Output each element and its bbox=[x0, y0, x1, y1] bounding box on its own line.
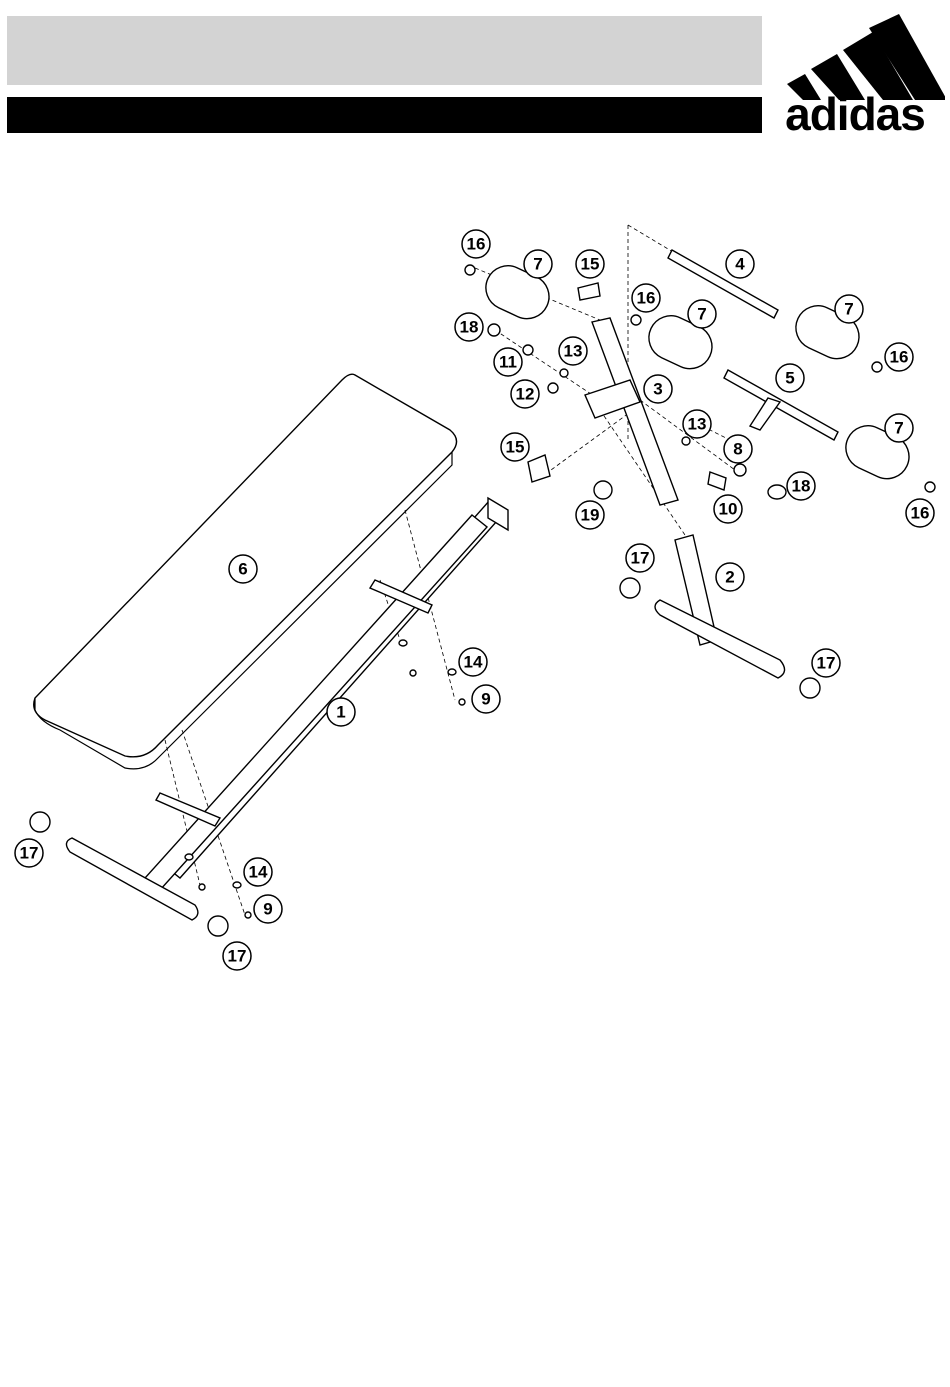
callout-label: 7 bbox=[844, 300, 853, 319]
callout-17: 17 bbox=[812, 649, 840, 677]
callout-3: 3 bbox=[644, 375, 672, 403]
callout-9: 9 bbox=[472, 685, 500, 713]
callout-label: 17 bbox=[631, 549, 650, 568]
callout-label: 9 bbox=[263, 900, 272, 919]
callout-15: 15 bbox=[576, 250, 604, 278]
callout-8: 8 bbox=[724, 435, 752, 463]
callout-6: 6 bbox=[229, 555, 257, 583]
callout-9: 9 bbox=[254, 895, 282, 923]
callout-14: 14 bbox=[244, 858, 272, 886]
callout-5: 5 bbox=[776, 364, 804, 392]
callout-14: 14 bbox=[459, 648, 487, 676]
callout-11: 11 bbox=[494, 348, 522, 376]
callout-17: 17 bbox=[15, 839, 43, 867]
callout-label: 16 bbox=[911, 504, 930, 523]
callout-7: 7 bbox=[524, 250, 552, 278]
callout-17: 17 bbox=[626, 544, 654, 572]
callout-label: 9 bbox=[481, 690, 490, 709]
callout-label: 17 bbox=[20, 844, 39, 863]
callout-label: 16 bbox=[890, 348, 909, 367]
callout-label: 6 bbox=[238, 560, 247, 579]
callout-13: 13 bbox=[559, 337, 587, 365]
callout-label: 16 bbox=[637, 289, 656, 308]
callout-16: 16 bbox=[462, 230, 490, 258]
callout-label: 7 bbox=[697, 305, 706, 324]
callout-1: 1 bbox=[327, 698, 355, 726]
callout-16: 16 bbox=[885, 343, 913, 371]
callout-label: 17 bbox=[228, 947, 247, 966]
callout-label: 7 bbox=[533, 255, 542, 274]
callout-label: 15 bbox=[581, 255, 600, 274]
callout-label: 16 bbox=[467, 235, 486, 254]
foam-rollers-part-7 bbox=[479, 259, 917, 486]
callout-label: 2 bbox=[725, 568, 734, 587]
callout-label: 10 bbox=[719, 500, 738, 519]
callout-label: 19 bbox=[581, 506, 600, 525]
callout-7: 7 bbox=[835, 295, 863, 323]
callout-19: 19 bbox=[576, 501, 604, 529]
callout-13: 13 bbox=[683, 410, 711, 438]
callout-label: 12 bbox=[516, 385, 535, 404]
callout-label: 13 bbox=[564, 342, 583, 361]
callout-label: 13 bbox=[688, 415, 707, 434]
callout-label: 14 bbox=[464, 653, 483, 672]
callout-16: 16 bbox=[632, 284, 660, 312]
callout-18: 18 bbox=[455, 313, 483, 341]
callout-label: 7 bbox=[894, 419, 903, 438]
callout-label: 15 bbox=[506, 438, 525, 457]
callout-label: 18 bbox=[792, 477, 811, 496]
callout-label: 18 bbox=[460, 318, 479, 337]
callout-label: 8 bbox=[733, 440, 742, 459]
callout-12: 12 bbox=[511, 380, 539, 408]
callout-label: 3 bbox=[653, 380, 662, 399]
callout-4: 4 bbox=[726, 250, 754, 278]
callout-label: 1 bbox=[336, 703, 345, 722]
callout-label: 14 bbox=[249, 863, 268, 882]
callout-7: 7 bbox=[688, 300, 716, 328]
callout-2: 2 bbox=[716, 563, 744, 591]
callout-16: 16 bbox=[906, 499, 934, 527]
callout-18: 18 bbox=[787, 472, 815, 500]
callout-label: 17 bbox=[817, 654, 836, 673]
callout-label: 11 bbox=[499, 353, 517, 372]
callout-10: 10 bbox=[714, 495, 742, 523]
callout-label: 4 bbox=[735, 255, 745, 274]
callout-7: 7 bbox=[885, 414, 913, 442]
callout-17: 17 bbox=[223, 942, 251, 970]
callout-label: 5 bbox=[785, 369, 794, 388]
callout-15: 15 bbox=[501, 433, 529, 461]
support-leg-part-2 bbox=[655, 535, 785, 678]
